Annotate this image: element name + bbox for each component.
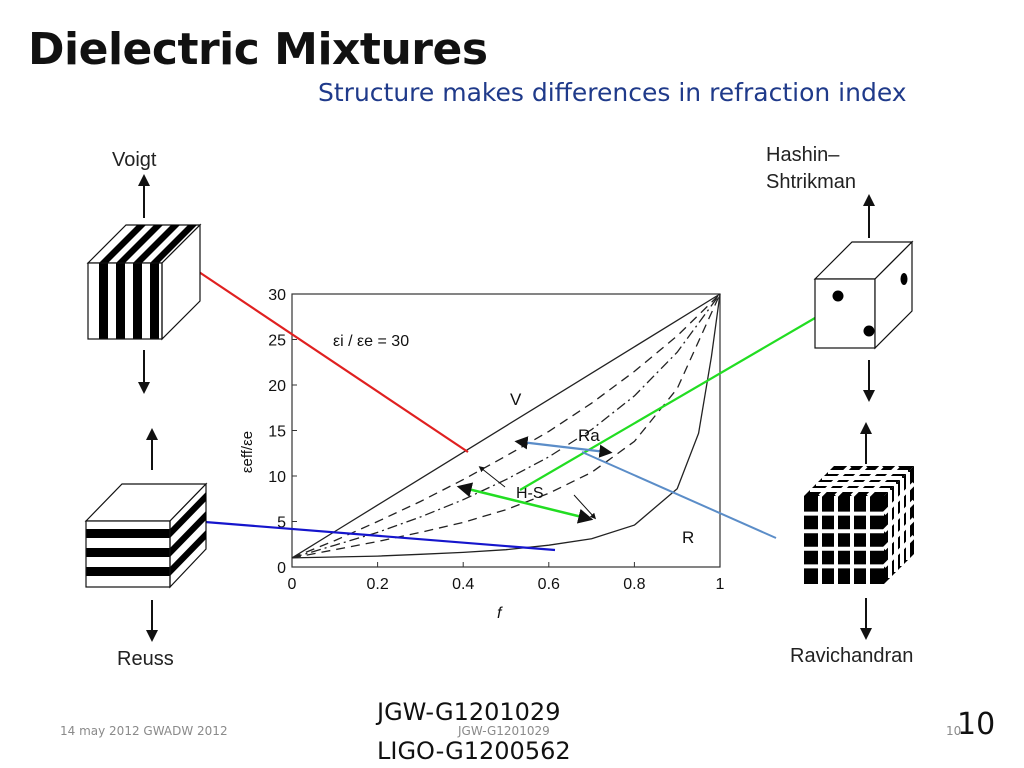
ratio-annotation: εi / εe = 30 xyxy=(333,333,409,350)
ravichandran-label: Ravichandran xyxy=(790,645,913,667)
x-tick-label: 0.6 xyxy=(538,576,560,593)
reuss-connector xyxy=(204,520,556,552)
x-tick-label: 0.4 xyxy=(452,576,474,593)
ravichandran-grid xyxy=(804,464,916,584)
y-axis-label: εeff/εe xyxy=(239,431,256,473)
ravichandran-arrow xyxy=(514,436,613,458)
y-tick-group: 0 5 10 15 20 25 30 xyxy=(268,287,297,577)
slide-subtitle: Structure makes differences in refractio… xyxy=(318,78,907,107)
y-tick-label: 25 xyxy=(268,333,286,350)
y-tick-label: 5 xyxy=(277,515,286,532)
y-tick-label: 15 xyxy=(268,424,286,441)
x-tick-label: 0.2 xyxy=(366,576,388,593)
curve-line-0 xyxy=(291,293,721,559)
curve-group xyxy=(291,293,721,559)
y-tick-label: 10 xyxy=(268,469,286,486)
x-tick-label: 0.8 xyxy=(623,576,645,593)
x-tick-group: 0 0.2 0.4 0.6 0.8 1 xyxy=(288,562,725,593)
curve-line-4 xyxy=(291,293,721,559)
reuss-label: Reuss xyxy=(117,648,174,670)
footer-ligo-id: LIGO-G1200562 xyxy=(377,737,571,765)
y-tick-label: 0 xyxy=(277,560,286,577)
hs-bounds-arrow xyxy=(456,482,594,524)
voigt-structure: Voigt xyxy=(86,149,202,394)
footer-date-event: 14 may 2012 GWADW 2012 xyxy=(60,724,228,738)
y-tick-label: 20 xyxy=(268,378,286,395)
curve-line-2 xyxy=(291,293,721,559)
footer-jgw-id: JGW-G1201029 xyxy=(377,698,561,726)
voigt-front-stripes xyxy=(88,263,162,339)
reuss-front-stripes xyxy=(86,521,170,587)
hashin-label-line1: Hashin– xyxy=(766,144,840,166)
curve-label-r: R xyxy=(682,528,694,547)
hashin-label-line2: Shtrikman xyxy=(766,171,856,193)
footer-doc-small: JGW-G1201029 xyxy=(458,724,550,738)
curve-line-1 xyxy=(291,293,721,559)
voigt-connector xyxy=(198,271,469,453)
slide-title: Dielectric Mixtures xyxy=(28,24,488,75)
reuss-structure: Reuss xyxy=(84,428,208,670)
voigt-label: Voigt xyxy=(112,149,157,171)
curve-label-hs: H-S xyxy=(516,485,544,502)
x-tick-label: 0 xyxy=(288,576,297,593)
curve-label-ra: Ra xyxy=(578,426,600,445)
slide-number: 10 xyxy=(957,707,996,742)
dice-dot xyxy=(863,325,875,337)
ravichandran-structure: Ravichandran xyxy=(790,422,916,667)
dice-dot xyxy=(900,273,908,285)
chart-area: 0 0.2 0.4 0.6 0.8 1 0 5 10 15 20 25 30 εi / εe = 30… xyxy=(239,287,725,622)
ravichandran-connector xyxy=(581,451,777,539)
hs-connector xyxy=(519,317,816,491)
y-tick-label: 30 xyxy=(268,287,286,304)
hashin-structure: Hashin– Shtrikman xyxy=(766,144,914,402)
footer-page-small: 10 xyxy=(946,724,962,738)
x-axis-label: f xyxy=(497,605,503,622)
dice-dot xyxy=(832,290,844,302)
x-tick-label: 1 xyxy=(716,576,725,593)
curve-label-v: V xyxy=(510,390,522,409)
